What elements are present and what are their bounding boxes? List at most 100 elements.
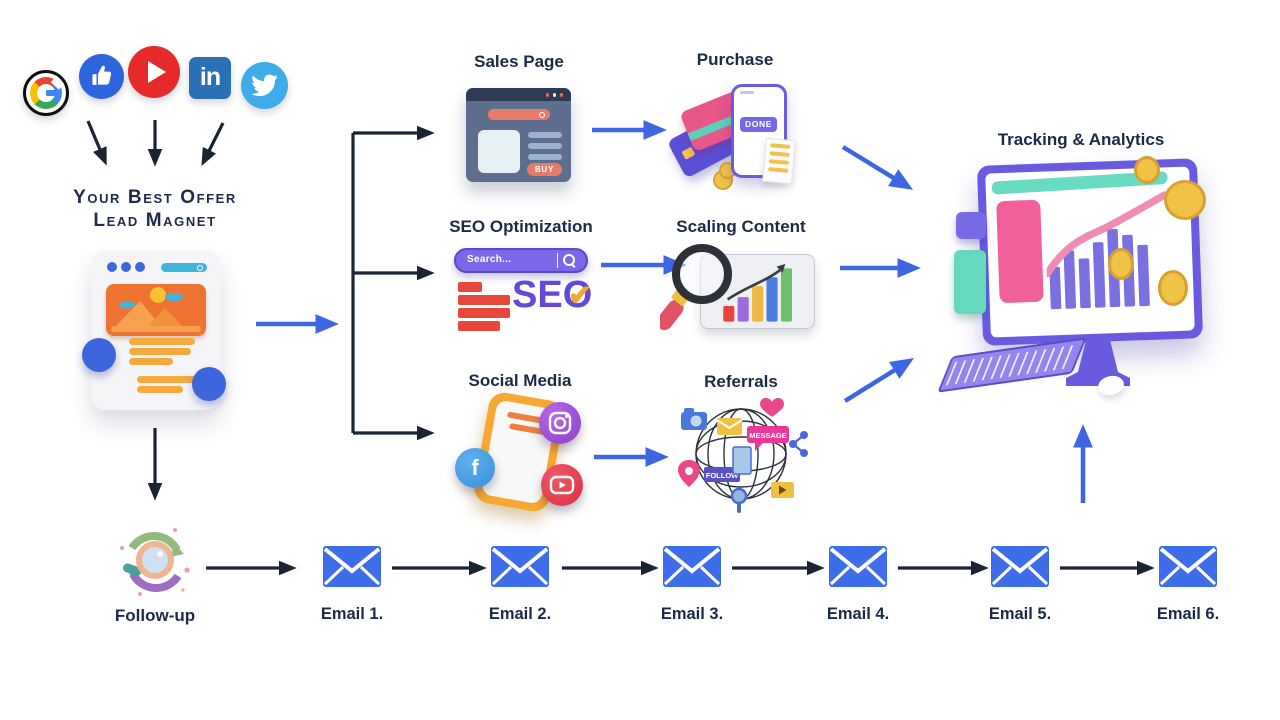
magnifier-handle — [123, 563, 142, 576]
browser-header — [466, 88, 571, 101]
cycle-arrow-purple — [129, 571, 182, 593]
search-bar-icon — [488, 109, 550, 120]
email-label: Email 2. — [488, 605, 552, 623]
sales-page-illustration: BUY — [466, 88, 571, 182]
twitter-icon — [241, 62, 288, 109]
social-media-label: Social Media — [468, 371, 572, 390]
trend-line — [1044, 191, 1171, 278]
widget-rect — [954, 250, 986, 314]
pink-card — [996, 199, 1044, 304]
magnifier-icon — [563, 254, 575, 266]
text-line — [137, 376, 199, 383]
scaling-illustration — [660, 242, 816, 337]
text-line — [528, 132, 562, 138]
window-dot — [107, 262, 117, 272]
follow-tag: FOLLOW — [704, 467, 740, 482]
email-label: Email 5. — [988, 605, 1052, 623]
play-icon — [148, 61, 166, 83]
card-chip — [681, 146, 696, 160]
email-step-4: Email 4. — [827, 546, 889, 623]
message-tag: MESSAGE — [747, 426, 789, 451]
offer-line-2: Lead Magnet — [93, 210, 217, 231]
arrow-source-to-offer-left — [86, 120, 107, 166]
analytics-bar-chart — [1044, 191, 1171, 310]
offer-line-1: Your Best Offer — [73, 187, 237, 208]
decor-circle — [192, 367, 226, 401]
checkmark-icon: ✔ — [568, 280, 593, 312]
camera-icon — [681, 408, 707, 430]
instagram-icon — [539, 402, 581, 444]
chart-panel — [700, 254, 815, 329]
window-dot — [121, 262, 131, 272]
svg-text:FOLLOW: FOLLOW — [706, 471, 739, 480]
arrow-purchase-to-tracking — [841, 145, 914, 190]
email-envelope-icon — [663, 546, 721, 587]
arrow-source-to-offer-right — [201, 122, 225, 167]
hero-image-placeholder — [106, 284, 206, 336]
receipt-icon — [762, 137, 796, 185]
email-envelope-icon — [1159, 546, 1217, 587]
heart-icon — [760, 398, 784, 417]
sales-page-label: Sales Page — [474, 52, 564, 71]
search-bar-icon — [161, 263, 207, 272]
coin-icon — [1164, 180, 1206, 220]
thumbs-up-icon — [92, 65, 112, 85]
content-placeholder — [478, 130, 520, 173]
email-step-6: Email 6. — [1157, 546, 1219, 623]
magnifier-pin-icon — [730, 487, 748, 513]
buy-button: BUY — [527, 163, 562, 176]
tracking-label: Tracking & Analytics — [997, 130, 1165, 149]
seo-word: SEO — [512, 274, 593, 316]
email-envelope-icon — [323, 546, 381, 587]
window-dot — [135, 262, 145, 272]
twitter-bird-icon — [251, 74, 278, 97]
follow-up-illustration — [113, 520, 197, 604]
arrow-referrals-to-tracking — [843, 358, 915, 403]
email-label: Email 4. — [826, 605, 890, 623]
lead-magnet-illustration — [82, 250, 226, 410]
phone-icon — [732, 446, 752, 475]
social-media-illustration: f — [453, 390, 589, 516]
purchase-label: Purchase — [696, 50, 774, 69]
text-line — [137, 386, 183, 393]
video-play-icon — [771, 482, 794, 498]
follow-up-label: Follow-up — [114, 606, 196, 625]
linkedin-icon: in — [189, 57, 231, 99]
youtube-icon — [128, 46, 180, 98]
email-envelope-icon — [991, 546, 1049, 587]
referrals-illustration: MESSAGE FOLLOW — [675, 392, 809, 519]
email-label: Email 3. — [660, 605, 724, 623]
text-line — [528, 154, 562, 160]
text-line — [129, 348, 191, 355]
text-line — [129, 338, 195, 345]
youtube-icon — [541, 464, 583, 506]
tracking-analytics-illustration — [937, 150, 1228, 400]
share-icon — [789, 431, 808, 457]
magnifier-icon — [660, 244, 732, 331]
growth-bar-chart — [723, 263, 792, 322]
email-label: Email 1. — [320, 605, 384, 623]
magnifier-lens — [136, 541, 174, 579]
email-envelope-icon — [491, 546, 549, 587]
decor-circle — [82, 338, 116, 372]
svg-text:MESSAGE: MESSAGE — [749, 431, 787, 440]
referrals-label: Referrals — [704, 372, 778, 391]
purchase-illustration: DONE — [666, 82, 796, 192]
coin-icon — [1108, 248, 1134, 280]
google-icon — [23, 70, 69, 116]
phone-icon: DONE — [731, 84, 796, 185]
email-step-2: Email 2. — [489, 546, 551, 623]
coin-icon — [1158, 270, 1188, 306]
cycle-arrow-green — [128, 531, 181, 553]
location-pin-icon — [678, 460, 700, 487]
email-step-1: Email 1. — [321, 546, 383, 623]
search-box-icon: Search... — [454, 248, 588, 273]
facebook-icon: f — [455, 448, 495, 488]
scaling-label: Scaling Content — [676, 217, 806, 236]
done-button: DONE — [740, 117, 777, 132]
monitor-icon — [976, 158, 1204, 346]
search-placeholder: Search... — [467, 254, 512, 265]
email-step-3: Email 3. — [661, 546, 723, 623]
